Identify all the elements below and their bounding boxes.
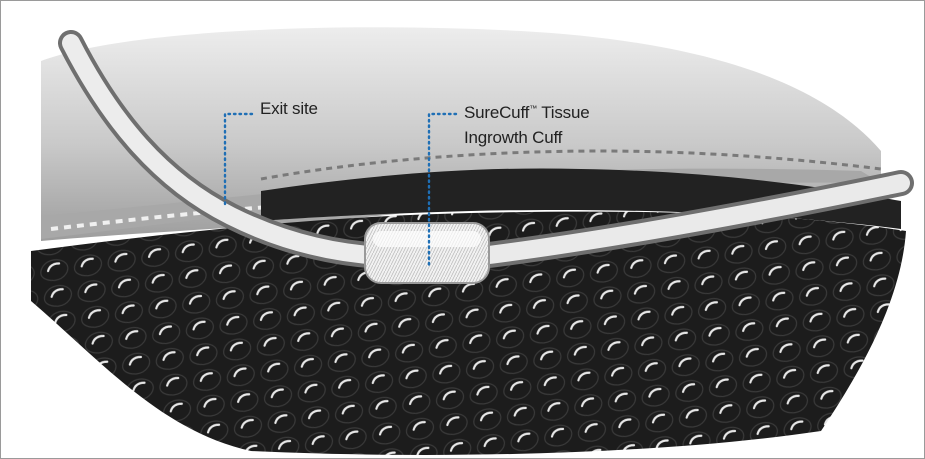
cuff-label-line-1-rest: Tissue: [537, 103, 589, 122]
trademark-symbol: ™: [529, 104, 537, 113]
cuff-label: SureCuff™ Tissue Ingrowth Cuff: [464, 96, 589, 150]
cuff-label-line-1: SureCuff™ Tissue: [464, 96, 589, 125]
exit-site-label: Exit site: [260, 96, 318, 121]
cuff-brand-name: SureCuff: [464, 103, 529, 122]
cuff-label-line-2: Ingrowth Cuff: [464, 125, 589, 150]
